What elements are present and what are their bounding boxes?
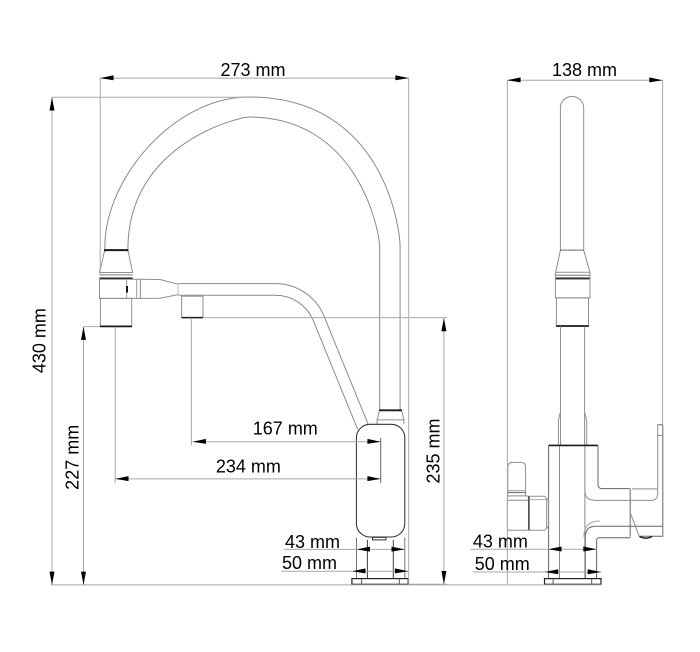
svg-text:138 mm: 138 mm [552,60,617,80]
svg-text:50 mm: 50 mm [282,553,337,573]
svg-text:430 mm: 430 mm [30,308,50,373]
svg-text:167 mm: 167 mm [253,419,318,439]
svg-text:43 mm: 43 mm [473,532,528,552]
svg-text:273 mm: 273 mm [220,60,285,80]
svg-text:43 mm: 43 mm [285,532,340,552]
svg-text:227 mm: 227 mm [63,425,83,490]
svg-text:235 mm: 235 mm [424,418,444,483]
svg-text:50 mm: 50 mm [475,554,530,574]
svg-text:234 mm: 234 mm [216,456,281,476]
